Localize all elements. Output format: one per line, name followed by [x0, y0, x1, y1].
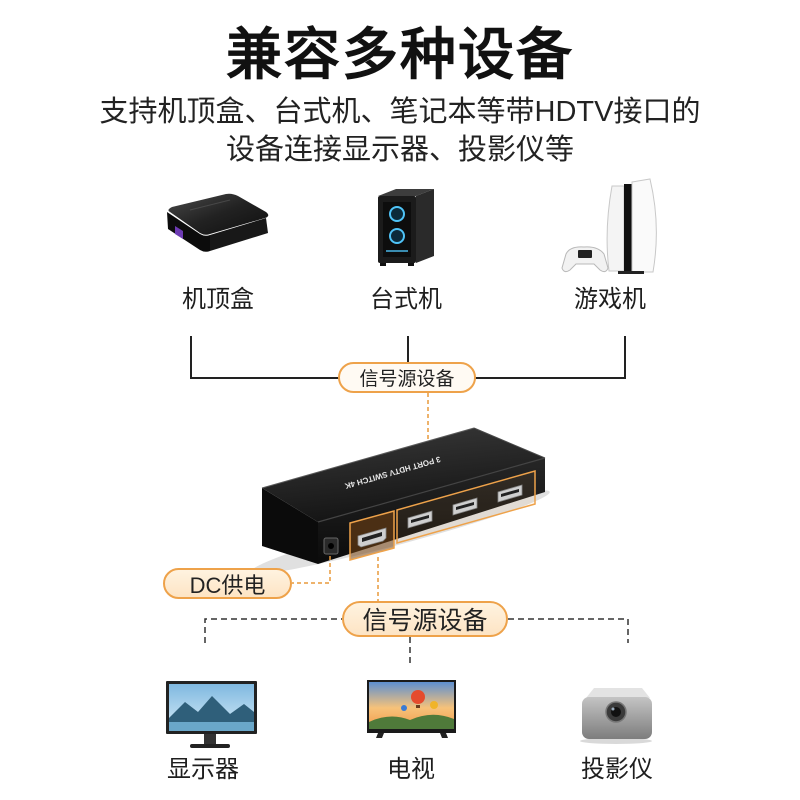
hdmi-input-port — [452, 497, 478, 516]
dc-power-pill: DC供电 — [163, 568, 292, 599]
projector-icon — [580, 688, 652, 744]
output-label-monitor: 显示器 — [167, 756, 239, 783]
subtitle-line-1: 支持机顶盒、台式机、笔记本等带HDTV接口的 — [99, 96, 701, 128]
output-label-tv: 电视 — [387, 756, 435, 783]
output-label-projector: 投影仪 — [581, 756, 653, 783]
monitor-icon — [166, 681, 257, 748]
dc-power-port — [323, 537, 339, 555]
tv-icon — [367, 680, 456, 738]
source-group-pill: 信号源设备 — [338, 362, 476, 393]
source-bracket-lines — [190, 336, 626, 379]
page-title: 兼容多种设备 — [226, 23, 574, 86]
output-group-pill: 信号源设备 — [342, 601, 508, 637]
hdmi-input-ports — [396, 470, 536, 544]
hdmi-output-port — [349, 510, 395, 561]
hdmi-input-port — [407, 510, 433, 529]
desktop-pc-icon — [378, 189, 434, 266]
power-callout-dashed-line — [292, 556, 331, 584]
game-console-icon — [561, 178, 657, 274]
hdmi-switch-icon: 3 PORT HDTV SWITCH 4K — [250, 427, 550, 574]
subtitle-line-2: 设备连接显示器、投影仪等 — [225, 134, 574, 166]
output-bracket-lines — [204, 618, 629, 663]
source-label-game-console: 游戏机 — [574, 286, 646, 313]
source-label-desktop: 台式机 — [370, 286, 442, 313]
set-top-box-icon — [167, 193, 269, 252]
hdmi-input-port — [497, 484, 523, 503]
source-label-set-top-box: 机顶盒 — [182, 286, 254, 313]
